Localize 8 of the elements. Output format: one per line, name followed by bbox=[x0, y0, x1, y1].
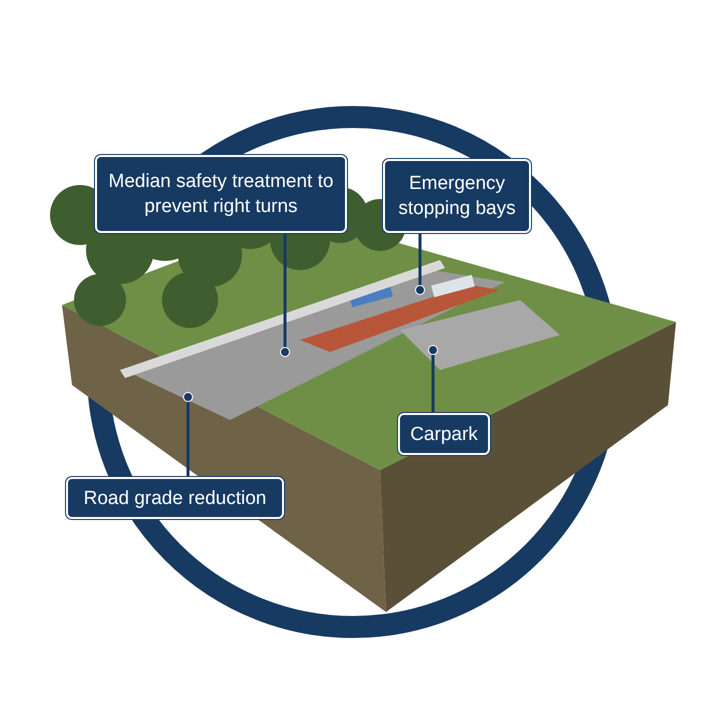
leader-line bbox=[183, 392, 193, 477]
callout-label: Median safety treatment to prevent right turns bbox=[95, 155, 347, 233]
callout-label: Emergency stopping bays bbox=[383, 159, 531, 233]
callout-label: Carpark bbox=[398, 413, 490, 455]
leader-line bbox=[428, 345, 438, 413]
leader-line bbox=[415, 233, 425, 295]
callout-label: Road grade reduction bbox=[66, 477, 284, 519]
leader-line bbox=[280, 233, 290, 357]
